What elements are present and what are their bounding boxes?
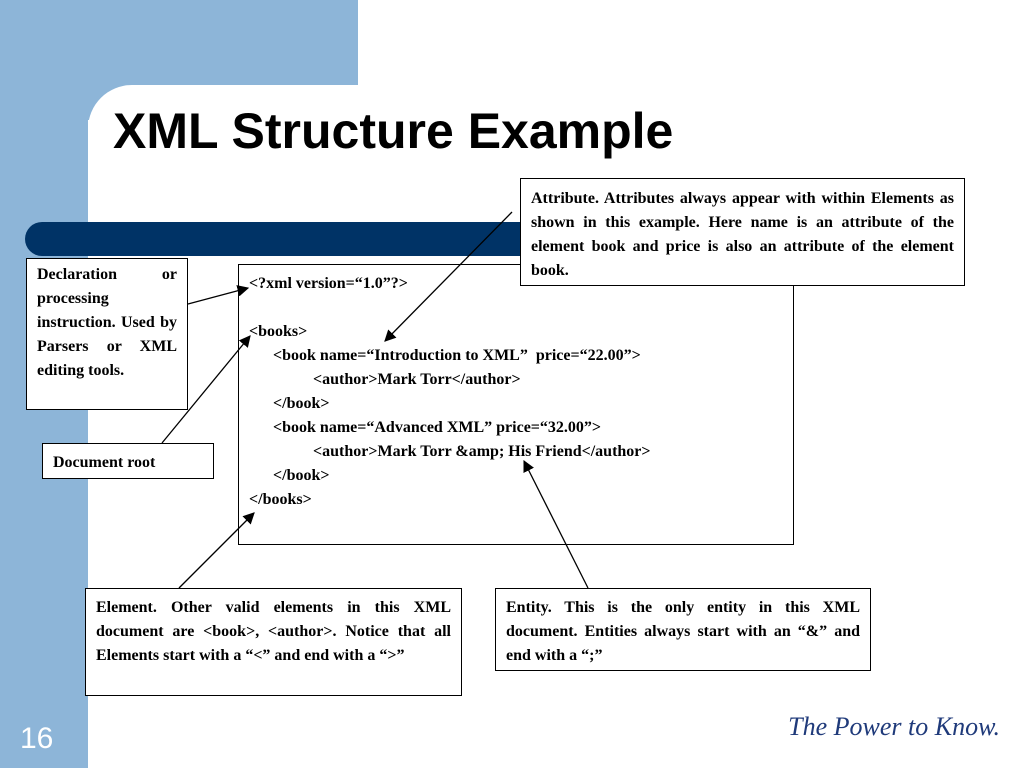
element-callout: Element. Other valid elements in this XM…: [85, 588, 462, 696]
declaration-callout: Declaration or processing instruction. U…: [26, 258, 188, 410]
arrow-element: [178, 512, 255, 589]
code-line-author2: <author>Mark Torr &amp; His Friend</auth…: [313, 443, 651, 460]
slide-title: XML Structure Example: [113, 103, 674, 159]
code-line-book2-open: <book name=“Advanced XML” price=“32.00”>: [273, 419, 602, 436]
entity-callout: Entity. This is the only entity in this …: [495, 588, 871, 671]
arrow-attribute: [384, 211, 513, 342]
code-line-book1-open: <book name=“Introduction to XML” price=“…: [273, 347, 641, 364]
code-line-book1-close: </book>: [273, 395, 330, 412]
attribute-callout: Attribute. Attributes always appear with…: [520, 178, 965, 286]
footer-tagline: The Power to Know.: [788, 712, 1000, 741]
title-underline-bar: [25, 222, 545, 256]
document-root-callout: Document root: [42, 443, 214, 479]
code-line-book2-close: </book>: [273, 467, 330, 484]
arrow-entity: [523, 459, 589, 589]
xml-code-box: <?xml version=“1.0”?> ​ <books> <book na…: [238, 264, 794, 545]
arrow-declaration: [187, 285, 250, 305]
code-line-declaration: <?xml version=“1.0”?>: [249, 275, 408, 292]
code-line-author1: <author>Mark Torr</author>: [313, 371, 521, 388]
code-line-books-close: </books>: [249, 491, 312, 508]
arrow-document-root: [161, 335, 251, 444]
page-number: 16: [20, 722, 54, 755]
code-line-books-open: <books>: [249, 323, 308, 340]
